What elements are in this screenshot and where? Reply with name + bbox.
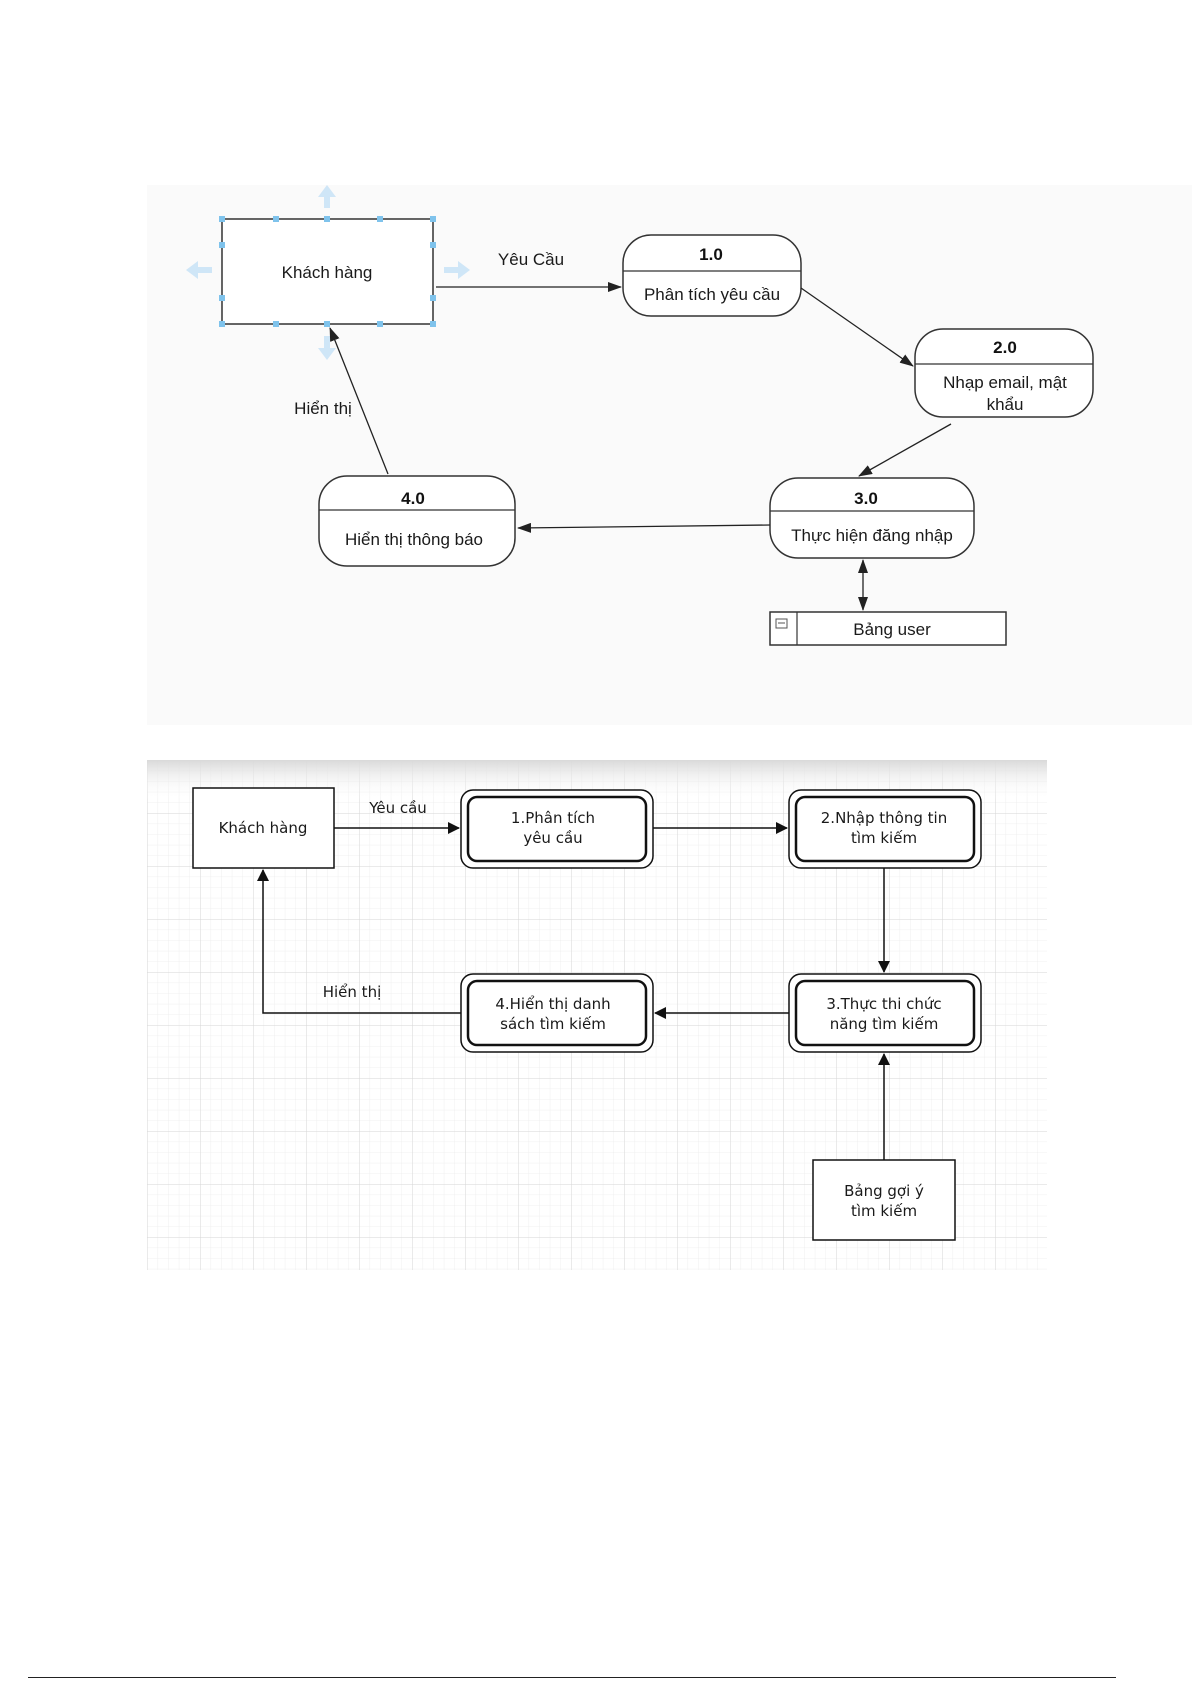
process-1-0[interactable]: 1.0 Phân tích yêu cầu	[623, 235, 801, 316]
process-label: Hiển thị thông báo	[345, 530, 483, 549]
flow-label-yeu-cau: Yêu Cầu	[498, 250, 564, 269]
process-3-thuc-thi[interactable]: 3.Thực thi chức năng tìm kiếm	[789, 974, 981, 1052]
datastore-bang-goi-y[interactable]: Bảng gợi ý tìm kiếm	[813, 1160, 955, 1240]
process-label-line1: 2.Nhập thông tin	[821, 809, 947, 827]
process-label-line2: năng tìm kiếm	[830, 1015, 939, 1033]
process-label-line1: 4.Hiển thị danh	[495, 995, 610, 1013]
process-number: 2.0	[993, 338, 1017, 357]
entity-khach-hang[interactable]: Khách hàng	[193, 788, 334, 868]
flow-label-hien-thi: Hiển thị	[294, 399, 352, 418]
process-label-line1: Nhạp email, mật	[943, 373, 1067, 392]
flow-label-yeu-cau: Yêu cầu	[368, 799, 427, 817]
process-1-phan-tich[interactable]: 1.Phân tích yêu cầu	[461, 790, 653, 868]
flow-hien-thi-arrow[interactable]	[263, 870, 461, 1013]
datastore-label-line2: tìm kiếm	[851, 1202, 917, 1220]
process-4-0[interactable]: 4.0 Hiển thị thông báo	[319, 476, 515, 566]
process-label: Phân tích yêu cầu	[644, 285, 780, 304]
process-label: Thực hiện đăng nhập	[791, 526, 953, 545]
login-dfd-diagram: Khách hàng 1.0 Phân tích yêu cầu 2.0 Nhạ…	[0, 0, 1192, 740]
process-3-0[interactable]: 3.0 Thực hiện đăng nhập	[770, 478, 974, 558]
process-label-line2: tìm kiếm	[851, 829, 917, 847]
process-label-line2: yêu cầu	[523, 829, 582, 847]
flow-label-hien-thi: Hiển thị	[323, 983, 382, 1001]
process-number: 1.0	[699, 245, 723, 264]
process-4-hien-thi-danh-sach[interactable]: 4.Hiển thị danh sách tìm kiếm	[461, 974, 653, 1052]
entity-khach-hang[interactable]: Khách hàng	[222, 219, 433, 324]
entity-label: Khách hàng	[282, 263, 373, 282]
process-2-nhap-thong-tin[interactable]: 2.Nhập thông tin tìm kiếm	[789, 790, 981, 868]
process-number: 3.0	[854, 489, 878, 508]
process-label-line1: 1.Phân tích	[511, 809, 595, 827]
page-footer-rule	[28, 1677, 1116, 1678]
process-label-line2: khẩu	[987, 395, 1024, 414]
process-label-line1: 3.Thực thi chức	[826, 995, 941, 1013]
process-number: 4.0	[401, 489, 425, 508]
datastore-bang-user[interactable]: Bảng user	[770, 612, 1006, 645]
process-label-line2: sách tìm kiếm	[500, 1015, 606, 1033]
process-2-0[interactable]: 2.0 Nhạp email, mật khẩu	[915, 329, 1093, 417]
datastore-label: Bảng user	[853, 620, 931, 639]
datastore-label-line1: Bảng gợi ý	[844, 1182, 924, 1200]
entity-label: Khách hàng	[219, 819, 308, 837]
